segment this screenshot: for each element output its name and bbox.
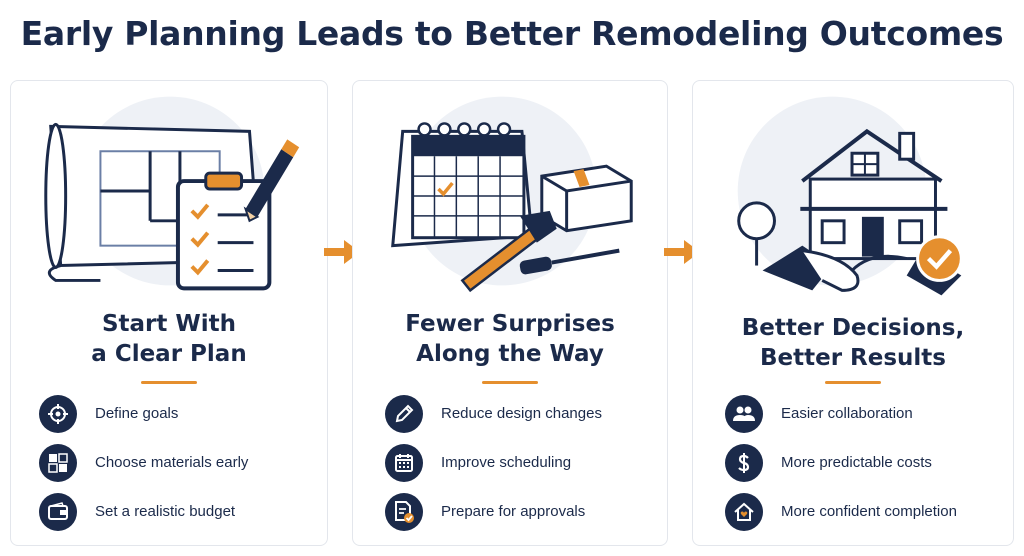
card-better-decisions: Better Decisions, Better Results Easier … [692, 80, 1014, 546]
item-label: More predictable costs [781, 454, 932, 471]
item-label: Reduce design changes [441, 405, 602, 422]
wallet-icon [39, 492, 77, 531]
item-label: Easier collaboration [781, 405, 913, 422]
list-item: Reduce design changes [385, 389, 602, 438]
card-title-line1: Fewer Surprises [405, 311, 615, 337]
title-underline [482, 381, 538, 384]
arrow-right-icon [664, 240, 700, 264]
people-icon [725, 394, 763, 433]
item-label: Choose materials early [95, 454, 249, 471]
card-title: Better Decisions, Better Results [693, 313, 1013, 373]
list-item: More predictable costs [725, 438, 957, 487]
title-underline [141, 381, 197, 384]
item-label: More confident completion [781, 503, 957, 520]
card-title-line2: a Clear Plan [91, 341, 247, 367]
arrow-right-icon [324, 240, 360, 264]
list-item: Easier collaboration [725, 389, 957, 438]
card-title-line1: Better Decisions, [741, 315, 965, 341]
list-item: Improve scheduling [385, 438, 602, 487]
document-check-icon [385, 492, 423, 531]
dollar-icon [725, 443, 763, 482]
title-underline [825, 381, 881, 384]
feature-list: Define goals Choose materials early Set … [39, 389, 248, 536]
house-handshake-illustration [737, 96, 963, 296]
home-heart-icon [725, 492, 763, 531]
list-item: Choose materials early [39, 438, 248, 487]
card-fewer-surprises: Fewer Surprises Along the Way Reduce des… [352, 80, 668, 546]
card-title-line2: Better Results [759, 345, 946, 371]
target-icon [39, 394, 77, 433]
card-title-line2: Along the Way [416, 341, 604, 367]
card-clear-plan: Start With a Clear Plan Define goals Cho… [10, 80, 328, 546]
pencil-icon [385, 394, 423, 433]
list-item: Set a realistic budget [39, 487, 248, 536]
item-label: Define goals [95, 405, 179, 422]
feature-list: Reduce design changes Improve scheduling… [385, 389, 602, 536]
card-title: Fewer Surprises Along the Way [353, 309, 667, 369]
calendar-tools-illustration [391, 96, 633, 293]
material-swatch-icon [39, 443, 77, 482]
item-label: Set a realistic budget [95, 503, 236, 520]
list-item: Prepare for approvals [385, 487, 602, 536]
item-label: Improve scheduling [441, 454, 572, 471]
page-title: Early Planning Leads to Better Remodelin… [20, 14, 1004, 53]
list-item: Define goals [39, 389, 248, 438]
card-title: Start With a Clear Plan [11, 309, 327, 369]
item-label: Prepare for approvals [441, 503, 586, 520]
blueprint-clipboard-illustration [44, 96, 300, 291]
calendar-icon [385, 443, 423, 482]
card-title-line1: Start With [101, 311, 237, 337]
feature-list: Easier collaboration More predictable co… [725, 389, 957, 536]
list-item: More confident completion [725, 487, 957, 536]
